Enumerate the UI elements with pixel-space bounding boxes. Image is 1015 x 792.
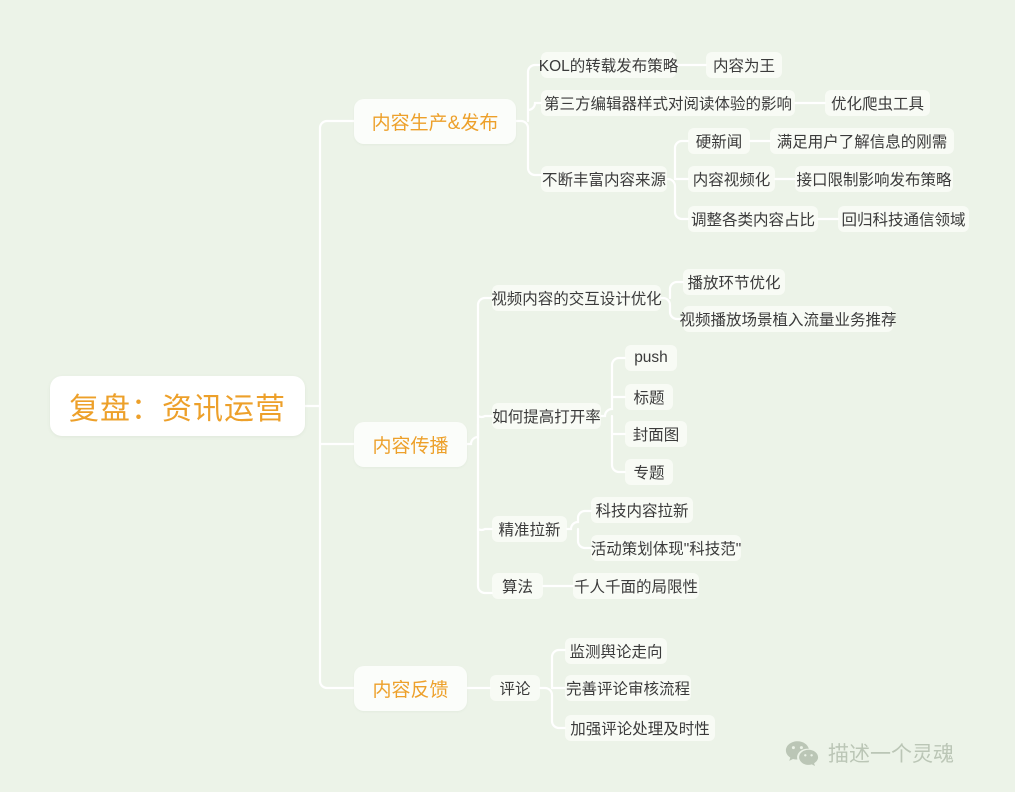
connector-b3c1-child-3: [550, 719, 567, 730]
node-label: 科技内容拉新: [595, 503, 689, 520]
branch-node-label: 内容传播: [372, 436, 449, 457]
connector-b1c3-child-1: [673, 139, 690, 181]
node-label: 精准拉新: [498, 522, 561, 539]
node-label: 标题: [633, 390, 665, 407]
node-label: 评论: [499, 681, 531, 698]
node-enrich-content-sources[interactable]: 不断丰富内容来源: [541, 166, 667, 192]
node-label: 优化爬虫工具: [831, 96, 925, 113]
node-content-is-king[interactable]: 内容为王: [706, 52, 782, 78]
node-label: 硬新闻: [695, 134, 743, 151]
branch-node-label: 内容生产&发布: [371, 113, 499, 134]
node-comments[interactable]: 评论: [490, 675, 540, 701]
watermark-label: 描述一个灵魂: [828, 743, 954, 766]
connector-root-to-branch-1: [318, 119, 356, 408]
node-cover-image[interactable]: 封面图: [625, 421, 687, 447]
node-satisfy-info-need[interactable]: 满足用户了解信息的刚需: [770, 128, 954, 154]
node-label: 完善评论审核流程: [566, 681, 691, 698]
branch-node-content-feedback[interactable]: 内容反馈: [354, 666, 467, 711]
node-content-videoization[interactable]: 内容视频化: [688, 166, 775, 192]
connector-b1c3-spine-down: [665, 177, 677, 214]
node-label: 监测舆论走向: [569, 644, 663, 661]
branch-node-content-production[interactable]: 内容生产&发布: [354, 99, 516, 144]
node-label: 视频播放场景植入流量业务推荐: [679, 312, 897, 329]
node-label: 内容为王: [713, 58, 776, 75]
node-monitor-public-opinion[interactable]: 监测舆论走向: [565, 638, 667, 664]
connector-b2c3-child-1: [576, 509, 593, 520]
node-third-party-editor[interactable]: 第三方编辑器样式对阅读体验的影响: [541, 90, 795, 116]
node-video-interaction-design[interactable]: 视频内容的交互设计优化: [491, 285, 662, 311]
connector-b2c2-spine-up: [599, 363, 614, 418]
connector-b2c2-spine-down: [610, 414, 627, 474]
node-api-limits-publishing[interactable]: 接口限制影响发布策略: [795, 166, 953, 192]
node-label: 接口限制影响发布策略: [796, 172, 952, 189]
node-improve-comment-review[interactable]: 完善评论审核流程: [565, 675, 691, 701]
node-label: 活动策划体现"科技范": [590, 541, 742, 558]
node-label: 加强评论处理及时性: [570, 721, 710, 738]
node-label: push: [634, 349, 668, 366]
node-adjust-content-ratio[interactable]: 调整各类内容占比: [688, 206, 818, 232]
node-label: 如何提高打开率: [492, 409, 601, 426]
node-label: 封面图: [632, 427, 680, 444]
node-label: 专题: [633, 465, 665, 482]
root-node[interactable]: 复盘：资讯运营: [50, 376, 305, 436]
node-label: 回归科技通信领域: [841, 212, 966, 229]
node-playback-optimization[interactable]: 播放环节优化: [683, 269, 785, 295]
connector-b2-child-1: [476, 296, 494, 307]
branch-node-label: 内容反馈: [372, 680, 449, 701]
node-return-to-tech-telecom[interactable]: 回归科技通信领域: [838, 206, 969, 232]
connector-b1-spine-down: [514, 119, 530, 170]
node-algorithm[interactable]: 算法: [492, 573, 543, 599]
connector-b2-spine-bottom: [476, 442, 494, 595]
connector-b2-spine-up: [465, 422, 480, 446]
node-precise-user-acquisition[interactable]: 精准拉新: [492, 516, 567, 542]
node-kol-strategy[interactable]: KOL的转载发布策略: [538, 52, 679, 78]
node-video-scene-traffic-recommendation[interactable]: 视频播放场景植入流量业务推荐: [680, 306, 897, 332]
node-push[interactable]: push: [625, 345, 677, 371]
connector-b3c1-spine-down: [538, 686, 554, 723]
watermark: 描述一个灵魂: [785, 738, 954, 768]
node-label: 视频内容的交互设计优化: [491, 291, 662, 308]
connector-b2-child-2: [476, 414, 494, 419]
node-personalization-limits[interactable]: 千人千面的局限性: [573, 573, 699, 599]
node-label: 播放环节优化: [687, 275, 781, 292]
node-label: 第三方编辑器样式对阅读体验的影响: [544, 96, 793, 113]
connector-b2c1-spine: [659, 296, 672, 314]
connector-b2-child-3: [476, 527, 494, 532]
node-optimize-crawler[interactable]: 优化爬虫工具: [825, 90, 930, 116]
branch-node-content-distribution[interactable]: 内容传播: [354, 422, 467, 467]
connector-b3c1-child-1: [550, 648, 567, 690]
node-label: 千人千面的局限性: [574, 579, 699, 596]
connector-b1c3-child-3: [673, 210, 690, 221]
root-node-label: 复盘：资讯运营: [69, 393, 286, 426]
connector-b2c1-child-1: [668, 280, 685, 300]
node-label: KOL的转载发布策略: [538, 58, 679, 75]
wechat-icon: [785, 741, 819, 766]
node-label: 内容视频化: [692, 172, 771, 189]
node-label: 不断丰富内容来源: [542, 172, 667, 189]
node-improve-open-rate[interactable]: 如何提高打开率: [492, 403, 601, 429]
node-special-topic[interactable]: 专题: [625, 459, 673, 485]
connector-b2c3-child-2: [576, 527, 593, 550]
node-label: 调整各类内容占比: [691, 212, 816, 229]
node-comment-response-timeliness[interactable]: 加强评论处理及时性: [565, 715, 715, 741]
connector-root-to-branch-3: [318, 404, 356, 690]
node-tech-content-acquisition[interactable]: 科技内容拉新: [591, 497, 693, 523]
node-campaign-tech-style[interactable]: 活动策划体现"科技范": [591, 535, 741, 561]
connector-b2c2-child-1: [610, 356, 627, 367]
node-label: 算法: [501, 579, 533, 596]
node-title[interactable]: 标题: [625, 384, 673, 410]
connector-b1-child-3: [526, 166, 543, 177]
node-label: 满足用户了解信息的刚需: [776, 134, 948, 151]
connector-b1-child-2: [526, 101, 543, 112]
connector-b2c3-spine: [565, 516, 580, 531]
node-hard-news[interactable]: 硬新闻: [688, 128, 750, 154]
